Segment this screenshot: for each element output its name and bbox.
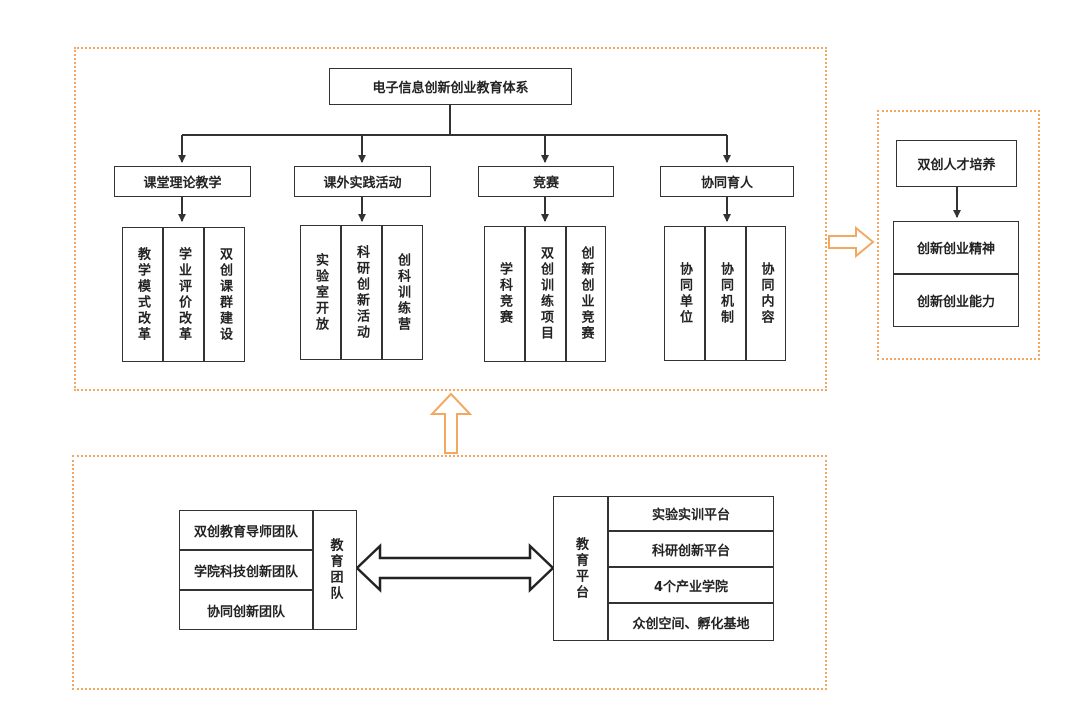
education-platform-label: 教育平台 (553, 496, 608, 641)
item-teaching-mode-reform: 教学模式改革 (122, 227, 163, 362)
team-collaborative-innovation: 协同创新团队 (179, 590, 313, 630)
item-label: 创科训练营 (395, 252, 410, 333)
item-label: 协同机制 (718, 261, 733, 326)
item-academic-evaluation-reform: 学业评价改革 (163, 227, 204, 362)
item-label: 创新创业竞赛 (578, 246, 594, 342)
category-collaborative-education: 协同育人 (660, 166, 794, 197)
item-label: 学业评价改革 (176, 246, 191, 343)
item-innovation-camp: 创科训练营 (382, 225, 423, 360)
item-label: 实验室开放 (313, 252, 328, 333)
item-training-project: 双创训练项目 (525, 226, 566, 362)
system-root-box: 电子信息创新创业教育体系 (329, 68, 572, 105)
platform-lab-training: 实验实训平台 (608, 496, 774, 531)
platform-research-innovation: 科研创新平台 (608, 531, 774, 567)
team-mentor: 双创教育导师团队 (179, 510, 313, 550)
orange-arrow-up (429, 392, 473, 454)
item-research-innovation: 科研创新活动 (341, 225, 382, 360)
item-label: 双创训练项目 (538, 246, 553, 342)
item-label: 科研创新活动 (354, 244, 369, 341)
item-subject-competition: 学科竞赛 (484, 226, 525, 362)
item-label: 协同内容 (758, 261, 774, 326)
education-system-region (74, 47, 827, 391)
item-label: 教学模式改革 (135, 246, 150, 343)
item-label: 协同单位 (677, 261, 692, 326)
platform-maker-space: 众创空间、孵化基地 (608, 603, 774, 641)
item-lab-opening: 实验室开放 (300, 225, 341, 360)
item-label: 学科竞赛 (497, 262, 512, 326)
result-innovation-spirit: 创新创业精神 (893, 221, 1019, 274)
double-arrow (355, 543, 555, 593)
talent-cultivation-box: 双创人才培养 (896, 140, 1017, 187)
support-region (72, 455, 827, 690)
education-team-label: 教育团队 (313, 510, 357, 630)
orange-arrow-right (828, 225, 875, 259)
platform-industry-colleges: 4个产业学院 (608, 567, 774, 603)
platform-label-text: 教育平台 (573, 536, 588, 601)
item-partner-units: 协同单位 (664, 226, 705, 361)
team-tech-innovation: 学院科技创新团队 (179, 550, 313, 590)
result-innovation-ability: 创新创业能力 (893, 274, 1019, 327)
item-entrepreneurship-competition: 创新创业竞赛 (566, 226, 606, 362)
item-collaboration-content: 协同内容 (746, 226, 786, 361)
talent-cultivation-region (877, 110, 1040, 360)
item-collaboration-mechanism: 协同机制 (705, 226, 746, 361)
item-course-group-building: 双创课群建设 (204, 227, 245, 362)
category-competition: 竞赛 (478, 166, 614, 197)
category-extracurricular-practice: 课外实践活动 (294, 166, 431, 197)
item-label: 双创课群建设 (217, 246, 232, 343)
team-label-text: 教育团队 (327, 538, 343, 602)
category-classroom-teaching: 课堂理论教学 (114, 166, 251, 197)
